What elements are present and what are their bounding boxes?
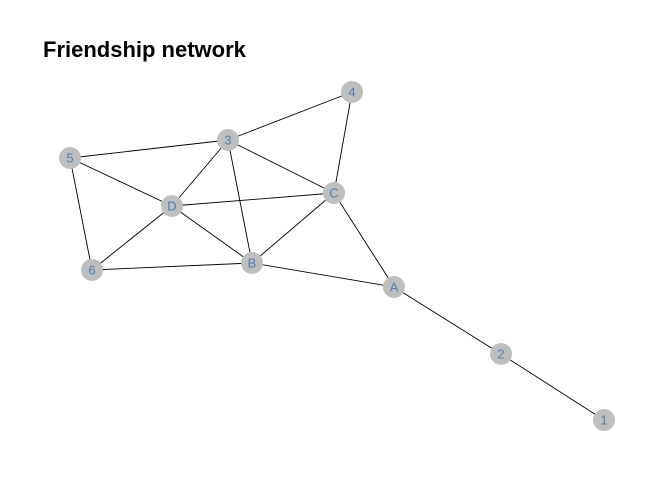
node-label-3: 3 (224, 133, 231, 148)
diagram-title: Friendship network (43, 37, 247, 62)
edge-4-C (333, 91, 353, 194)
edge-C-B (251, 192, 335, 264)
node-4: 4 (341, 81, 363, 103)
node-circle-B (241, 252, 263, 274)
node-1: 1 (593, 409, 615, 431)
node-5: 5 (59, 147, 81, 169)
node-A: A (383, 276, 405, 298)
edge-D-B (171, 205, 253, 264)
edge-C-A (333, 192, 395, 288)
edge-3-C (227, 139, 335, 194)
node-label-4: 4 (348, 85, 355, 100)
node-circle-5 (59, 147, 81, 169)
node-2: 2 (490, 343, 512, 365)
node-label-1: 1 (600, 413, 607, 428)
edges-layer (69, 91, 605, 421)
edge-3-D (171, 139, 229, 207)
edge-D-6 (91, 205, 173, 271)
edge-B-A (251, 262, 395, 288)
node-circle-D (161, 195, 183, 217)
node-D: D (161, 195, 183, 217)
node-circle-4 (341, 81, 363, 103)
node-6: 6 (81, 259, 103, 281)
node-label-D: D (167, 199, 176, 214)
node-3: 3 (217, 129, 239, 151)
node-circle-A (383, 276, 405, 298)
node-label-B: B (248, 256, 257, 271)
edge-5-D (69, 157, 173, 207)
node-circle-6 (81, 259, 103, 281)
edge-2-1 (500, 353, 605, 421)
node-circle-C (323, 182, 345, 204)
node-C: C (323, 182, 345, 204)
edge-3-5 (69, 139, 229, 159)
edge-D-C (171, 192, 335, 207)
node-B: B (241, 252, 263, 274)
node-circle-3 (217, 129, 239, 151)
node-label-5: 5 (66, 151, 73, 166)
edge-3-B (227, 139, 253, 264)
node-label-C: C (329, 186, 338, 201)
node-label-6: 6 (88, 263, 95, 278)
edge-4-3 (227, 91, 353, 141)
node-label-A: A (390, 280, 399, 295)
node-circle-1 (593, 409, 615, 431)
node-circle-2 (490, 343, 512, 365)
node-label-2: 2 (497, 347, 504, 362)
edge-5-6 (69, 157, 93, 271)
nodes-layer: 4 3 5C D 6 B A 2 1 (59, 81, 615, 431)
edge-6-B (91, 262, 253, 271)
edge-A-2 (393, 286, 502, 355)
